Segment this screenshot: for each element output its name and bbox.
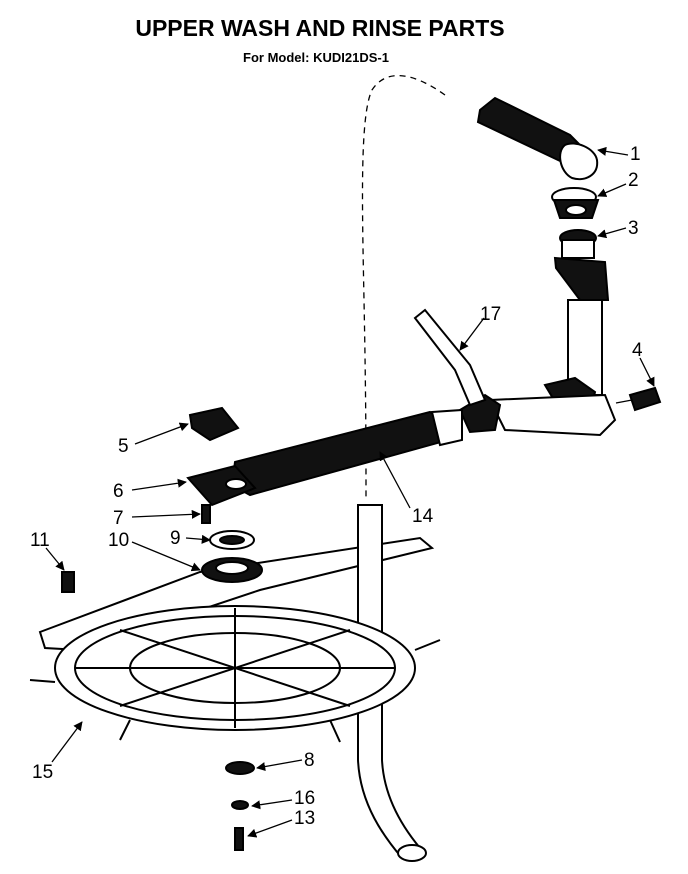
callout-7: 7 [113,508,201,529]
callout-15: 15 [32,721,83,783]
part-13-screw [234,827,244,851]
svg-text:9: 9 [170,528,181,549]
callout-14: 14 [379,451,434,527]
part-15-rack [29,605,441,743]
part-16-ring [231,800,249,810]
svg-text:13: 13 [294,808,315,829]
svg-text:11: 11 [30,530,50,551]
svg-text:2: 2 [628,170,639,191]
svg-text:1: 1 [630,144,641,165]
svg-text:16: 16 [294,788,315,809]
feed-pipe [357,504,427,862]
page-title: UPPER WASH AND RINSE PARTS [135,15,504,41]
callout-16: 16 [251,788,315,810]
part-4-screw [615,386,662,412]
svg-text:10: 10 [108,530,129,551]
svg-text:4: 4 [632,340,643,361]
svg-text:5: 5 [118,436,129,457]
callout-9: 9 [170,528,211,549]
svg-text:7: 7 [113,508,124,529]
part-5-clip [188,406,240,442]
part-17-bracket [413,308,487,407]
part-3-adapter [553,229,610,301]
svg-text:6: 6 [113,481,124,502]
callout-2: 2 [597,170,639,197]
svg-text:15: 15 [32,762,53,783]
part-7-screw [201,504,211,524]
callout-13: 13 [247,808,315,838]
callout-1: 1 [597,144,641,165]
part-9-washer [209,530,255,550]
part-14-spray-tube [230,408,463,497]
svg-text:14: 14 [412,506,434,527]
callout-17: 17 [459,304,501,351]
part-11-nozzle-cap [61,571,75,593]
part-2-nut [551,187,600,219]
callout-6: 6 [113,478,187,502]
part-6-hub-mount [186,464,257,507]
part-8-washer [225,761,255,775]
callout-4: 4 [632,340,655,387]
callout-11: 11 [30,530,65,571]
callout-10: 10 [108,530,201,572]
callout-5: 5 [118,422,189,457]
riser-manifold [458,299,617,437]
callout-8: 8 [256,750,315,772]
part-1-upper-tube [476,96,599,180]
svg-text:3: 3 [628,218,639,239]
svg-text:17: 17 [480,304,501,325]
svg-text:8: 8 [304,750,315,771]
callout-3: 3 [597,218,639,239]
model-subtitle: For Model: KUDI21DS-1 [243,50,389,65]
